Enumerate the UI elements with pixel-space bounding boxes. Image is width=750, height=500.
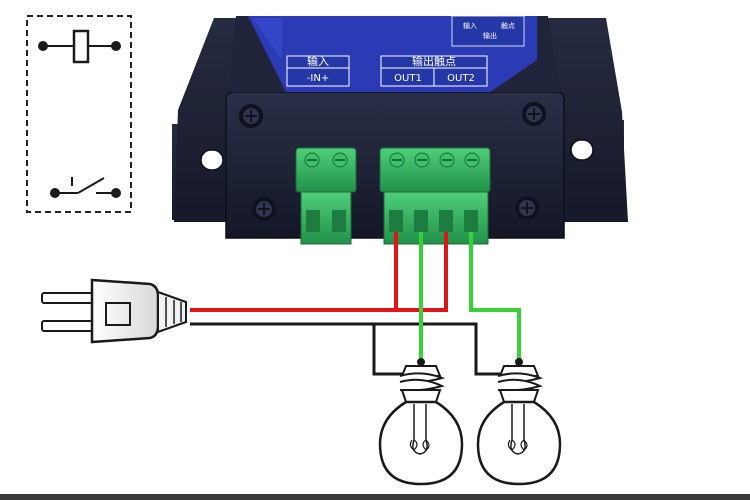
screw-icon xyxy=(252,197,276,221)
panel-corner-text: 输入 xyxy=(463,21,477,30)
light-bulb-icon xyxy=(378,358,464,486)
screw-icon xyxy=(239,104,263,128)
panel-corner-text: 触点 xyxy=(501,21,515,30)
screw-icon xyxy=(515,196,539,220)
input-terminal-block xyxy=(295,147,357,245)
live-wire xyxy=(190,232,398,312)
neutral-wire-bulb1 xyxy=(372,324,404,376)
relay-coil-and-switch-icon xyxy=(26,15,132,213)
power-plug-icon xyxy=(41,278,187,344)
input-header-label: 输入 xyxy=(307,54,329,68)
input-polarity-label: -IN+ xyxy=(307,73,329,84)
bottom-border xyxy=(0,494,750,500)
panel-corner-text: 输出 xyxy=(483,31,497,40)
light-bulb-icon xyxy=(476,358,562,486)
out1-label: OUT1 xyxy=(394,73,422,84)
switched-wire-2 xyxy=(469,232,521,360)
output-header-label: 输出触点 xyxy=(412,54,456,68)
screw-icon xyxy=(522,102,546,126)
live-wire-out2 xyxy=(396,232,448,312)
output-terminal-block xyxy=(379,147,491,245)
out2-label: OUT2 xyxy=(447,73,475,84)
neutral-wire xyxy=(190,322,500,376)
wiring xyxy=(190,232,521,376)
relay-module: 输入 -IN+ 输出触点 OUT1 OUT2 输入 输出 触点 xyxy=(172,15,628,245)
